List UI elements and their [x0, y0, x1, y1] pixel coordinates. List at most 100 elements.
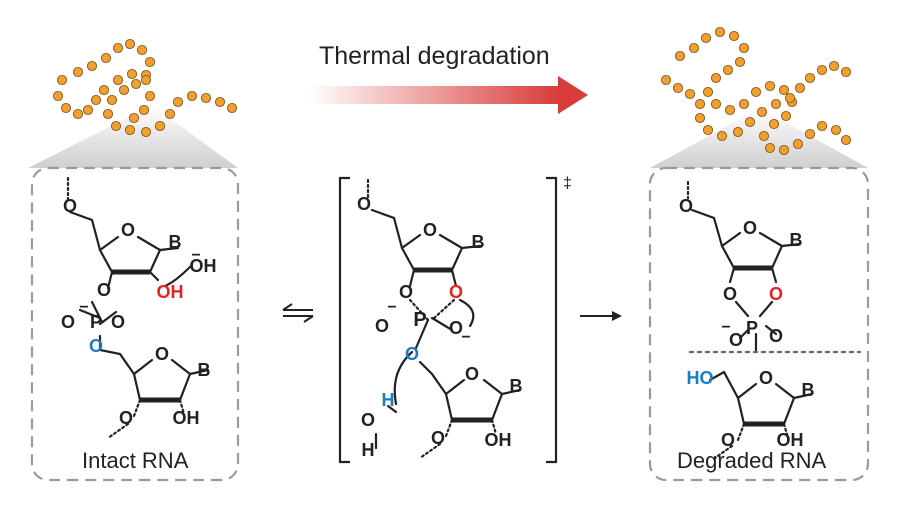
atom-label-o: O [89, 336, 103, 356]
atom-label-o: O [759, 368, 773, 388]
atom-label-o: O [63, 196, 77, 216]
equilibrium-arrow [282, 303, 314, 323]
atom-label-b: B [510, 376, 523, 396]
rna-bead [112, 42, 124, 54]
rna-bead [794, 82, 806, 94]
rna-bead [128, 112, 140, 124]
rna-bead [764, 142, 776, 154]
rna-bead [768, 118, 780, 130]
rna-bead [124, 38, 136, 50]
rna-bead [770, 98, 782, 110]
atom-label-b: B [169, 232, 182, 252]
rna-bead [56, 74, 68, 86]
right-panel [648, 166, 870, 482]
atom-label-o: O [723, 284, 737, 304]
atom-label-minus: − [191, 247, 200, 264]
rna-bead [778, 144, 790, 156]
rna-bead [816, 64, 828, 76]
rna-bead [728, 30, 740, 42]
atom-label-o: O [361, 410, 375, 430]
degraded-rna-caption: Degraded RNA [677, 448, 827, 473]
intact-rna-bonds [66, 176, 210, 440]
atom-label-o: O [769, 326, 783, 346]
rna-bead [738, 42, 750, 54]
atom-label-o: O [423, 220, 437, 240]
rna-bead [750, 86, 762, 98]
intact-rna-caption: Intact RNA [82, 448, 189, 473]
atom-label-o: O [743, 218, 757, 238]
rna-bead [780, 110, 792, 122]
rna-bead [52, 90, 64, 102]
atom-label-b: B [472, 232, 485, 252]
atom-label-b: B [802, 380, 815, 400]
rna-bead [72, 108, 84, 120]
rna-bead [710, 98, 722, 110]
atom-label-minus: − [79, 299, 88, 316]
rna-bead [674, 50, 686, 62]
figure-title: Thermal degradation [319, 42, 550, 70]
atom-label-oh: OH [173, 408, 200, 428]
rna-bead [672, 82, 684, 94]
rna-bead [110, 120, 122, 132]
atom-label-o: O [111, 312, 125, 332]
rna-bead [200, 92, 212, 104]
rna-bead [140, 126, 152, 138]
rna-bead [840, 134, 852, 146]
atom-label-o: O [399, 282, 413, 302]
rna-bead [60, 102, 72, 114]
atom-label-o: O [405, 344, 419, 364]
transition-state-bonds [366, 178, 522, 460]
atom-label-hydroxide: OH [190, 256, 217, 276]
rna-bead [172, 96, 184, 108]
rna-bead [136, 44, 148, 56]
rna-bead [828, 60, 840, 72]
atom-label-o: O [769, 284, 783, 304]
rna-bead [830, 124, 842, 136]
rna-bead [816, 120, 828, 132]
rna-bead [82, 104, 94, 116]
rna-bead [102, 108, 114, 120]
rna-bead [738, 98, 750, 110]
atom-label-o: O [155, 344, 169, 364]
rna-bead [702, 86, 714, 98]
rna-bead [716, 130, 728, 142]
atom-label-p: P [90, 312, 102, 332]
rna-bead [106, 94, 118, 106]
atom-label-b: B [198, 360, 211, 380]
rna-bead [688, 42, 700, 54]
rna-bead [186, 90, 198, 102]
rna-bead [112, 74, 124, 86]
atom-label-o: O [375, 316, 389, 336]
double-dagger-mark: ‡ [563, 175, 572, 192]
reaction-arrow [580, 311, 622, 321]
right-zoom-cone [650, 108, 868, 168]
atom-label-p: P [746, 318, 758, 338]
rna-bead [778, 84, 790, 96]
rna-bead [144, 90, 156, 102]
transition-state-bracket [338, 176, 558, 464]
atom-label-o: O [61, 312, 75, 332]
atom-label-o: O [357, 194, 371, 214]
rna-bead [660, 74, 672, 86]
thermal-degradation-arrow [308, 76, 588, 114]
rna-bead [100, 52, 112, 64]
rna-bead [710, 72, 722, 84]
rna-bead [140, 74, 152, 86]
atom-label-o: O [729, 330, 743, 350]
rna-bead [744, 116, 756, 128]
rna-bead [840, 66, 852, 78]
rna-bead [722, 64, 734, 76]
atom-label-o: O [431, 428, 445, 448]
rna-bead [694, 98, 706, 110]
rna-bead [138, 104, 150, 116]
atom-label-o: O [449, 282, 463, 302]
atom-label-minus: − [461, 329, 470, 346]
atom-label-h: H [362, 440, 375, 460]
rna-bead [764, 80, 776, 92]
rna-bead [734, 56, 746, 68]
atom-label-o: O [119, 408, 133, 428]
rna-bead [130, 78, 142, 90]
